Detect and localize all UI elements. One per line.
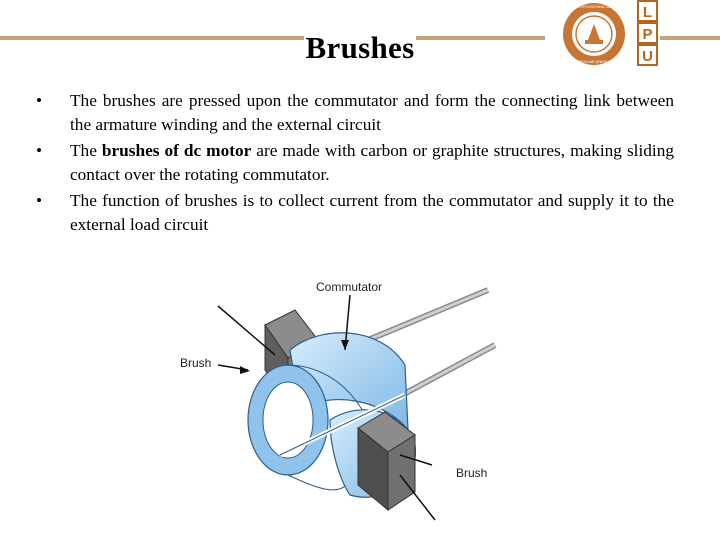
bullet-list: • The brushes are pressed upon the commu… — [36, 89, 674, 239]
lpu-letters: L P U — [637, 0, 658, 66]
slide-title: Brushes — [303, 30, 417, 65]
brush-right-block — [357, 411, 416, 512]
commutator-brush-diagram: Commutator Brush Brush — [180, 280, 497, 521]
seal-text: LOVELY PROFESSIONAL UNIVERSITY — [558, 4, 631, 9]
title-rule-left — [0, 36, 545, 40]
university-seal-icon: LOVELY PROFESSIONAL UNIVERSITY PUNJAB (I… — [558, 3, 631, 65]
logo-letter-u: U — [642, 48, 653, 65]
bullet-marker: • — [36, 141, 43, 160]
seal-bottom-text: PUNJAB (INDIA) — [579, 59, 610, 64]
slide-title-container: Brushes — [0, 30, 720, 66]
title-rule-right — [660, 36, 720, 40]
bullet-item-3: • The function of brushes is to collect … — [36, 189, 674, 237]
bullet-text-2-bold: brushes of dc motor — [101, 141, 252, 160]
label-commutator: Commutator — [316, 280, 382, 294]
bullet-text-2-pre: The — [70, 141, 102, 160]
lpu-logo: LOVELY PROFESSIONAL UNIVERSITY PUNJAB (I… — [558, 0, 658, 66]
bullet-marker: • — [36, 91, 43, 110]
bullet-item-1: • The brushes are pressed upon the commu… — [36, 89, 674, 137]
label-brush-left: Brush — [180, 356, 211, 370]
label-brush-right: Brush — [456, 466, 487, 480]
bullet-text-1: The brushes are pressed upon the commuta… — [70, 91, 674, 134]
logo-letter-l: L — [643, 4, 652, 21]
bullet-marker: • — [36, 191, 43, 210]
logo-letter-p: P — [642, 26, 652, 43]
bullet-text-2-post: are made with carbon or graphite structu… — [70, 141, 674, 184]
bullet-text-3: The function of brushes is to collect cu… — [70, 191, 674, 234]
leader-lines — [217, 294, 436, 521]
bullet-item-2: • The brushes of dc motor are made with … — [36, 139, 674, 187]
